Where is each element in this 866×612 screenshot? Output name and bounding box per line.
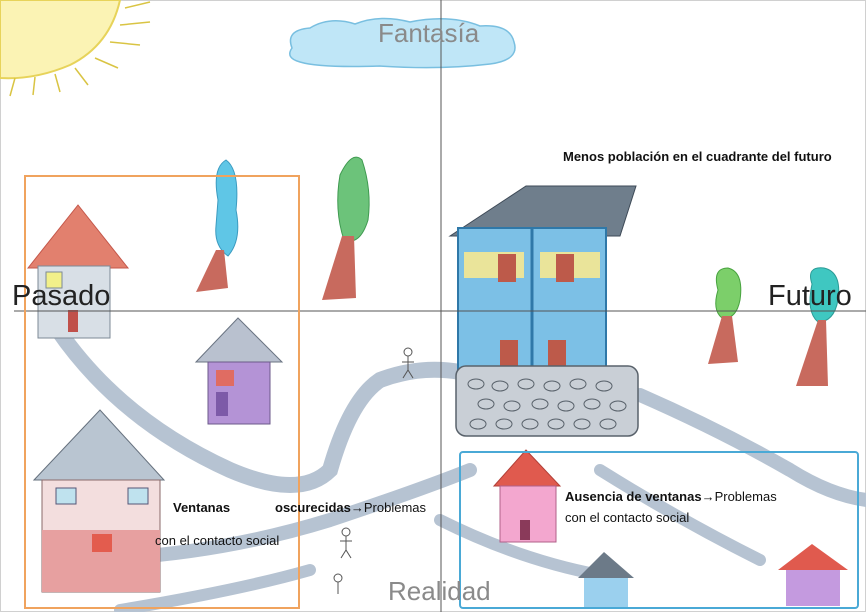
house-drawing (578, 544, 848, 608)
house-drawing (194, 317, 284, 425)
axis-label-past: Pasado (12, 280, 111, 312)
future-annotation-line2: con el contacto social (565, 507, 689, 528)
cloud-drawing (289, 17, 516, 69)
future-quadrant-highlight (459, 451, 859, 609)
future-annotation: Ausencia de ventanas→Problemas (565, 486, 777, 507)
house-drawing (32, 409, 166, 593)
past-annotation-bold-1: Ventanas (173, 500, 231, 515)
arrow-right-icon: → (350, 500, 364, 515)
past-annotation-line2: con el contacto social (155, 530, 279, 551)
arrow-right-icon: → (701, 489, 715, 504)
axis-label-future: Futuro (768, 280, 852, 312)
past-annotation-line1: Ventanas (173, 497, 230, 518)
road-drawing (50, 322, 866, 612)
house-drawing (448, 185, 639, 437)
tree-drawing (196, 156, 840, 386)
person-drawing (333, 347, 414, 594)
future-population-note: Menos población en el cuadrante del futu… (563, 146, 843, 167)
past-annotation-tail-2: con el contacto social (155, 533, 280, 548)
sun-drawing (0, 0, 151, 97)
future-annotation-tail-2: con el contacto social (565, 510, 690, 525)
house-drawing (26, 204, 130, 339)
house-drawing (492, 449, 562, 543)
axis-label-fantasy: Fantasía (378, 18, 480, 48)
future-annotation-tail-1: Problemas (714, 489, 777, 504)
axis-label-reality: Realidad (388, 576, 491, 606)
future-population-text: Menos población en el cuadrante del futu… (563, 149, 832, 164)
past-annotation-bold-2: oscurecidas (275, 500, 351, 515)
future-annotation-bold: Ausencia de ventanas (565, 489, 702, 504)
past-annotation-line1b: oscurecidas→Problemas (275, 497, 426, 518)
past-annotation-tail-1: Problemas (363, 500, 427, 515)
past-quadrant-highlight (24, 175, 300, 609)
